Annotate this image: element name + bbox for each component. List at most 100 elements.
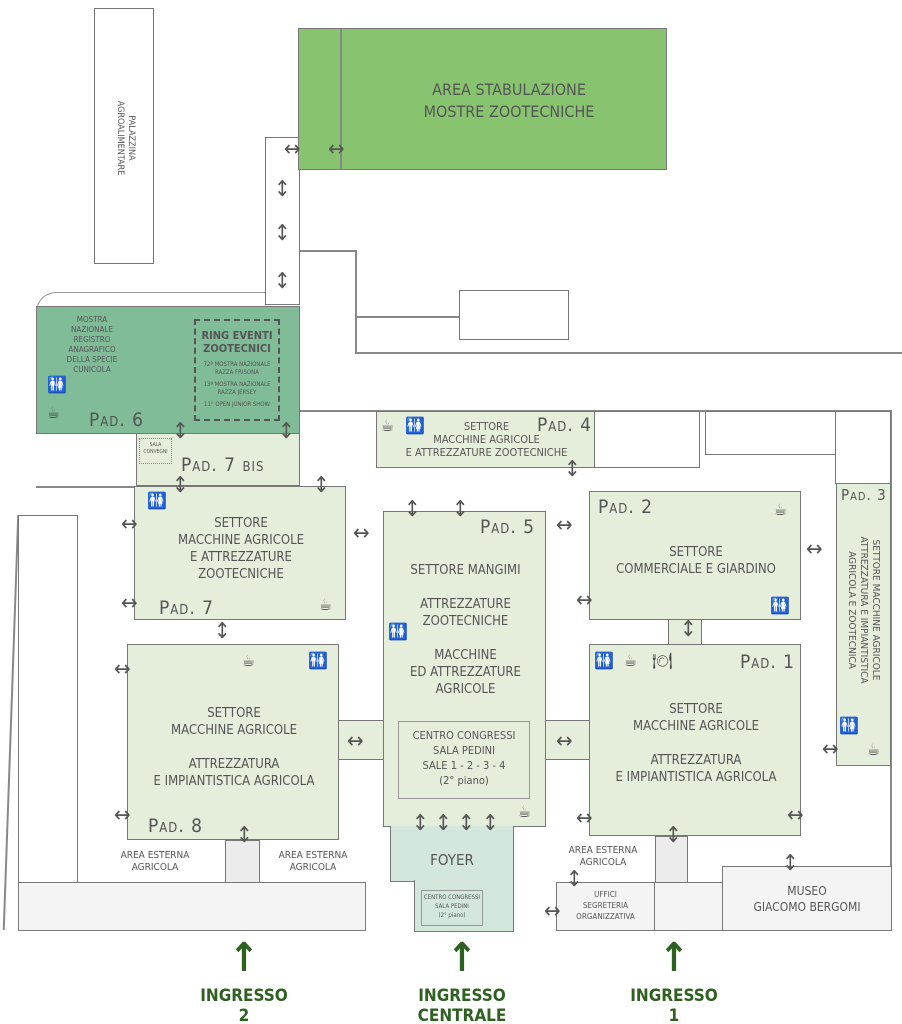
pad-8-text: SETTORE MACCHINE AGRICOLE ATTREZZATURA E… xyxy=(153,706,315,789)
restroom-icon: 🚻 xyxy=(839,716,859,735)
bottom-building xyxy=(18,882,366,931)
bidirectional-arrow-icon: ↔ xyxy=(822,737,839,762)
restroom-icon: 🚻 xyxy=(594,651,614,670)
centro-congressi-label: CENTRO CONGRESSI SALA PEDINI SALE 1 - 2 … xyxy=(412,729,516,787)
pad-7-text: SETTORE MACCHINE AGRICOLE E ATTREZZATURE… xyxy=(178,516,304,582)
area-esterna-label: AREA ESTERNA AGRICOLA xyxy=(278,850,348,873)
restroom-icon: 🚻 xyxy=(388,622,408,641)
pad-3[interactable]: Pad. 3 SETTORE MACCHINE AGRICOLE ATTREZZ… xyxy=(836,483,891,766)
coffee-icon: ☕ xyxy=(624,651,637,670)
vertical-arrow-icon: ↕ xyxy=(274,177,291,202)
building xyxy=(594,411,700,468)
entrance-arrow-icon: ↑ xyxy=(446,935,478,981)
vertical-arrow-icon: ↕ xyxy=(680,617,697,642)
path-line xyxy=(355,316,459,318)
bidirectional-arrow-icon: ↔ xyxy=(114,657,131,682)
bidirectional-arrow-icon: ↔ xyxy=(556,513,573,538)
museo-giacomo-bergomi[interactable]: MUSEO GIACOMO BERGOMI xyxy=(722,866,892,931)
pad-2[interactable]: Pad. 2 ☕ SETTORE COMMERCIALE E GIARDINO … xyxy=(589,491,801,620)
boundary-line xyxy=(2,515,19,930)
area-stabulazione[interactable]: AREA STABULAZIONE MOSTRE ZOOTECNICHE xyxy=(298,28,667,170)
left-strip xyxy=(18,515,78,883)
vertical-arrow-icon: ↕ xyxy=(482,811,499,836)
pad-6[interactable]: MOSTRA NAZIONALE REGISTRO ANAGRAFICO DEL… xyxy=(36,306,300,434)
coffee-icon: ☕ xyxy=(867,740,880,759)
museo-label: MUSEO GIACOMO BERGOMI xyxy=(753,884,861,914)
restaurant-icon: 🍽 xyxy=(652,651,673,670)
centro-congressi[interactable]: CENTRO CONGRESSI SALA PEDINI SALE 1 - 2 … xyxy=(398,721,530,799)
path-line xyxy=(300,410,890,412)
coffee-icon: ☕ xyxy=(319,595,332,614)
coffee-icon: ☕ xyxy=(774,500,787,519)
stabulazione-label: AREA STABULAZIONE MOSTRE ZOOTECNICHE xyxy=(423,80,595,121)
ingresso-centrale[interactable]: INGRESSO CENTRALE xyxy=(417,986,507,1024)
area-esterna-label: AREA ESTERNA AGRICOLA xyxy=(568,845,638,868)
uffici-label: UFFICI SEGRETERIA ORGANIZZATIVA xyxy=(576,890,635,921)
restroom-icon: 🚻 xyxy=(405,416,425,435)
vertical-arrow-icon: ↕ xyxy=(665,823,682,848)
pad-3-label: Pad. 3 xyxy=(841,486,887,504)
ring-title: RING EVENTI ZOOTECNICI xyxy=(201,329,273,355)
building xyxy=(459,290,569,340)
pad-2-text: SETTORE COMMERCIALE E GIARDINO xyxy=(616,545,776,577)
passage xyxy=(655,836,688,883)
bidirectional-arrow-icon: ↔ xyxy=(347,729,364,754)
vertical-arrow-icon: ↕ xyxy=(214,619,231,644)
vertical-arrow-icon: ↕ xyxy=(274,221,291,246)
pad-4[interactable]: ☕ 🚻 Pad. 4 SETTORE MACCHINE AGRICOLE E A… xyxy=(376,411,595,468)
vertical-arrow-icon: ↕ xyxy=(172,419,189,444)
ring-event: 13ª MOSTRA NAZIONALE RAZZA JERSEY xyxy=(203,381,271,396)
entrance-arrow-icon: ↑ xyxy=(228,935,260,981)
ingresso-1[interactable]: INGRESSO 1 xyxy=(630,986,718,1024)
foyer[interactable]: FOYER xyxy=(390,826,514,882)
pad-8-label: Pad. 8 xyxy=(148,815,204,837)
entrance-arrow-icon: ↑ xyxy=(658,935,690,981)
restroom-icon: 🚻 xyxy=(308,651,328,670)
pad-7-label: Pad. 7 xyxy=(159,597,215,619)
uffici-segreteria[interactable]: UFFICI SEGRETERIA ORGANIZZATIVA xyxy=(556,882,655,931)
mostra-cunicola: MOSTRA NAZIONALE REGISTRO ANAGRAFICO DEL… xyxy=(66,315,118,374)
pad-7-bis-label: Pad. 7 bis xyxy=(181,454,265,476)
ring-event: 72ª MOSTRA NAZIONALE RAZZA FRISONA xyxy=(203,361,271,376)
building xyxy=(835,411,891,484)
pad-1[interactable]: 🚻 ☕ 🍽 Pad. 1 SETTORE MACCHINE AGRICOLE A… xyxy=(589,644,801,836)
bidirectional-arrow-icon: ↔ xyxy=(576,588,593,613)
ring-eventi[interactable]: RING EVENTI ZOOTECNICI 72ª MOSTRA NAZION… xyxy=(194,319,280,421)
ingresso-2[interactable]: INGRESSO 2 xyxy=(200,986,288,1024)
pad-5[interactable]: Pad. 5 SETTORE MANGIMI ATTREZZATURE ZOOT… xyxy=(383,511,546,827)
building xyxy=(654,882,723,931)
vertical-arrow-icon: ↕ xyxy=(278,419,295,444)
vertical-arrow-icon: ↕ xyxy=(452,497,469,522)
vertical-arrow-icon: ↕ xyxy=(274,269,291,294)
bidirectional-arrow-icon: ↔ xyxy=(544,899,561,924)
vertical-arrow-icon: ↕ xyxy=(172,473,189,498)
pad-1-label: Pad. 1 xyxy=(740,651,796,673)
pad-3-text: SETTORE MACCHINE AGRICOLE ATTREZZATURA E… xyxy=(846,536,881,684)
bidirectional-arrow-icon: ↔ xyxy=(114,803,131,828)
palazzina-agroalimentare[interactable]: PALAZZINA AGROALIMENTARE xyxy=(94,8,154,264)
foyer-label: FOYER xyxy=(430,851,474,869)
pad-7[interactable]: SETTORE MACCHINE AGRICOLE E ATTREZZATURE… xyxy=(134,486,346,620)
coffee-icon: ☕ xyxy=(381,416,394,435)
palazzina-label: PALAZZINA AGROALIMENTARE xyxy=(115,100,136,176)
bidirectional-arrow-icon: ↔ xyxy=(556,729,573,754)
centro-congressi-foyer[interactable]: CENTRO CONGRESSI SALA PEDINI (2° piano) xyxy=(421,890,483,926)
pad-2-label: Pad. 2 xyxy=(598,496,654,518)
pad-6-label: Pad. 6 xyxy=(89,409,145,431)
vertical-arrow-icon: ↕ xyxy=(412,811,429,836)
pad-7-bis[interactable]: SALA CONVEGNI Pad. 7 bis xyxy=(136,433,300,486)
vertical-arrow-icon: ↕ xyxy=(458,811,475,836)
coffee-icon: ☕ xyxy=(47,403,60,422)
path-line xyxy=(300,250,356,252)
bidirectional-arrow-icon: ↔ xyxy=(121,591,138,616)
sala-convegni[interactable]: SALA CONVEGNI xyxy=(139,438,172,464)
area-esterna-label: AREA ESTERNA AGRICOLA xyxy=(120,850,190,873)
bidirectional-arrow-icon: ↔ xyxy=(121,512,138,537)
vertical-arrow-icon: ↕ xyxy=(404,497,421,522)
pad-8[interactable]: SETTORE MACCHINE AGRICOLE ATTREZZATURA E… xyxy=(127,644,339,840)
foyer-lower: CENTRO CONGRESSI SALA PEDINI (2° piano) xyxy=(414,880,514,932)
pad-1-text: SETTORE MACCHINE AGRICOLE ATTREZZATURA E… xyxy=(615,702,777,785)
pad-4-label: Pad. 4 xyxy=(537,414,593,436)
restroom-icon: 🚻 xyxy=(47,375,67,394)
